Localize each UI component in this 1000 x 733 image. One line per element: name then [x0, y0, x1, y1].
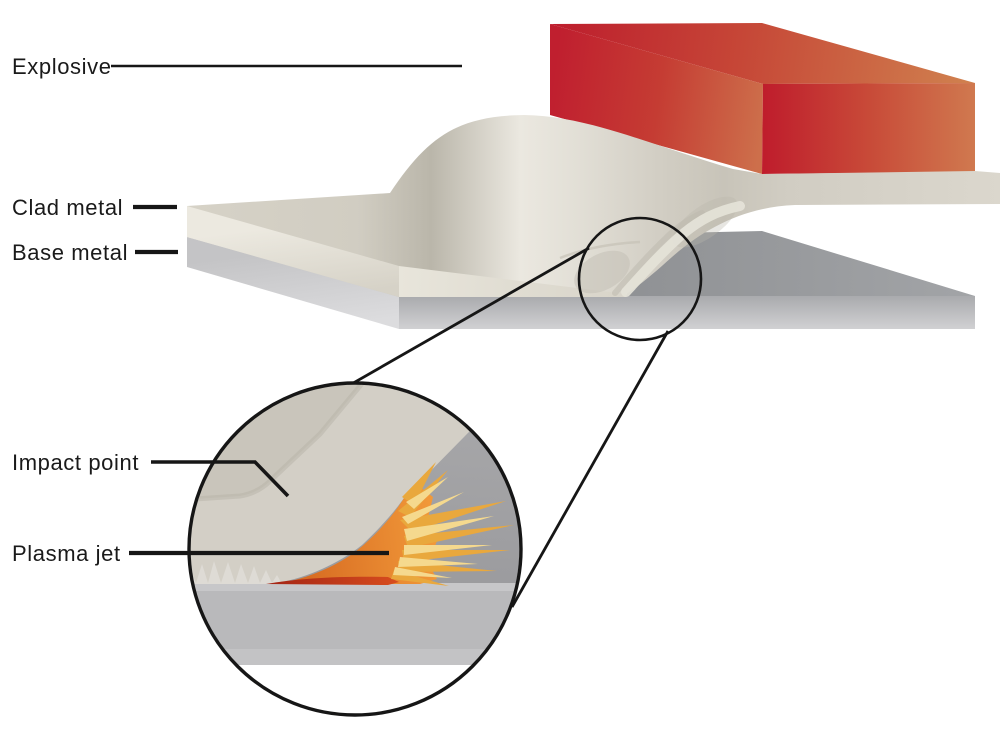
- explosive-top-face: [550, 23, 975, 84]
- label-plasma-jet: Plasma jet: [12, 541, 121, 566]
- bend-cast-shadow: [574, 250, 630, 294]
- clad-front-right-wedge: [399, 266, 626, 297]
- bend-edge-highlight: [621, 201, 745, 297]
- plasma-jet-core: [266, 576, 399, 585]
- base-front-right-face: [399, 296, 975, 329]
- clad-fold-crease-line: [559, 240, 641, 260]
- magnified-base-cross-section: [190, 583, 520, 714]
- label-clad-metal: Clad metal: [12, 195, 123, 220]
- explosive-front-right-face: [762, 83, 975, 174]
- weld-interface-waves: [190, 561, 282, 584]
- base-top-face: [626, 231, 975, 296]
- magnifier-tangent-line-right: [510, 330, 670, 608]
- clad-silhouette: [187, 115, 1000, 297]
- label-explosive: Explosive: [12, 54, 112, 79]
- bend-edge-inner-shadow: [612, 210, 705, 296]
- label-impact-point: Impact point: [12, 450, 139, 475]
- magnifier-circle: [187, 381, 523, 717]
- impact-point-leader-line: [151, 460, 290, 498]
- label-base-metal: Base metal: [12, 240, 128, 265]
- flame-spikes-pale: [393, 477, 494, 578]
- plasma-jet-flame-body: [282, 486, 437, 584]
- clad-front-left-face: [187, 206, 399, 297]
- explosive-block: [550, 23, 975, 174]
- leader-lines: [111, 64, 462, 556]
- magnified-crease-shadow-edge: [190, 384, 375, 505]
- base-front-left-face: [187, 237, 399, 329]
- base-metal-plate: [187, 231, 975, 329]
- labels: Explosive Clad metal Base metal Impact p…: [12, 54, 139, 566]
- detail-source-circle: [577, 216, 703, 342]
- clad-metal-plate: [187, 115, 1000, 297]
- explosive-front-left-face: [550, 24, 763, 174]
